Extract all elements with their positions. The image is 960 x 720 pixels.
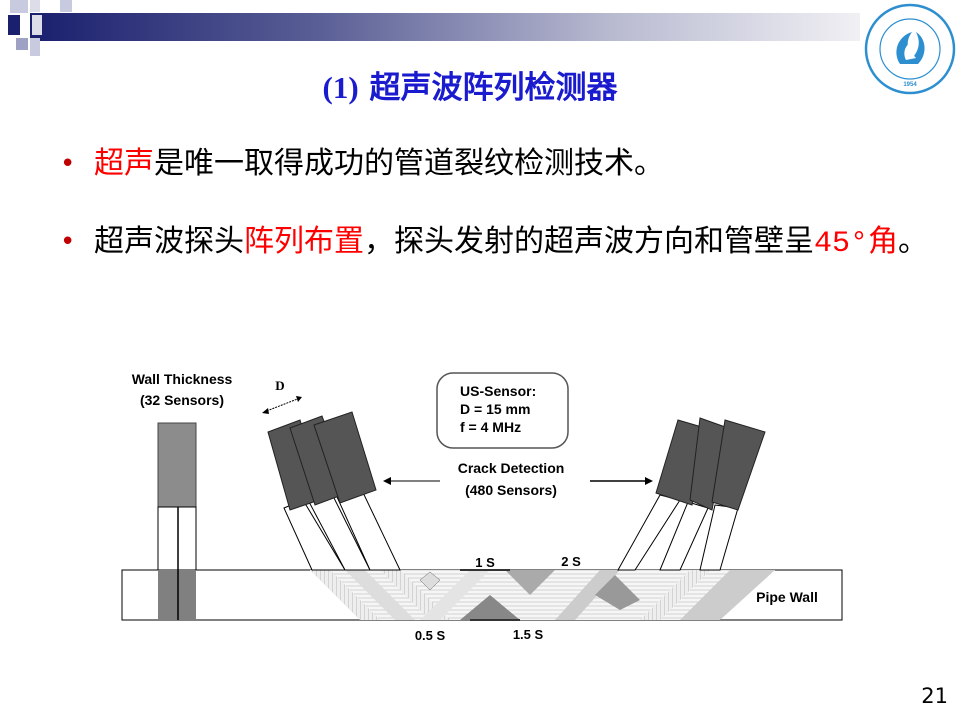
highlight-text: 角 bbox=[868, 224, 899, 259]
wall-thickness-sensors-label: (32 Sensors) bbox=[140, 392, 224, 408]
deco-square bbox=[32, 15, 42, 35]
skip-15s-label: 1.5 S bbox=[513, 627, 544, 642]
wall-thickness-label: Wall Thickness bbox=[132, 371, 233, 387]
wall-thickness-beam bbox=[158, 570, 196, 620]
deco-square bbox=[60, 0, 72, 12]
title-number: (1) bbox=[322, 70, 359, 105]
slide-title: (1) 超声波阵列检测器 bbox=[0, 62, 940, 107]
skip-05s-label: 0.5 S bbox=[415, 628, 446, 643]
sensor-diameter: D = 15 mm bbox=[460, 401, 530, 417]
left-sensor-beams bbox=[283, 479, 401, 571]
deco-square bbox=[30, 0, 40, 12]
highlight-text: 阵列布置 bbox=[244, 224, 364, 259]
university-logo: 1954 bbox=[864, 3, 956, 95]
crack-detection-sensors-label: (480 Sensors) bbox=[465, 482, 557, 498]
deco-square bbox=[16, 38, 28, 50]
bullet-item: • 超声是唯一取得成功的管道裂纹检测技术。 bbox=[60, 128, 934, 200]
ultrasonic-beam-paths bbox=[310, 569, 775, 621]
sensor-frequency: f = 4 MHz bbox=[460, 419, 521, 435]
left-crack-sensors bbox=[267, 411, 377, 511]
d-label: D bbox=[275, 378, 284, 393]
crack-arrows bbox=[383, 477, 653, 485]
d-dimension-arrow bbox=[262, 396, 302, 414]
sensor-spec-box bbox=[436, 372, 569, 449]
deco-square bbox=[30, 38, 40, 56]
page-number: 21 bbox=[921, 684, 948, 708]
bullet-item: • 超声波探头阵列布置，探头发射的超声波方向和管壁呈45°角。 bbox=[60, 206, 934, 280]
crack-detection-label: Crack Detection bbox=[458, 460, 565, 476]
right-crack-sensors bbox=[655, 417, 766, 511]
bullet-dot-icon: • bbox=[60, 227, 76, 257]
bullet-text: 。 bbox=[898, 224, 929, 259]
logo-year: 1954 bbox=[903, 82, 917, 88]
wall-thickness-sensor bbox=[157, 422, 197, 620]
highlight-text: 超声 bbox=[94, 146, 154, 181]
bullet-text: 超声波探头 bbox=[94, 224, 244, 259]
skip-1s-label: 1 S bbox=[475, 555, 495, 570]
right-sensor-beams bbox=[617, 494, 739, 571]
bullet-text: 是唯一取得成功的管道裂纹检测技术。 bbox=[154, 146, 664, 181]
angle-text: 45° bbox=[814, 227, 869, 261]
deco-square bbox=[10, 0, 28, 13]
sensor-spec-title: US-Sensor: bbox=[460, 383, 536, 399]
header-gradient-bar bbox=[30, 13, 860, 41]
pipe-wall-label: Pipe Wall bbox=[756, 589, 818, 605]
skip-2s-label: 2 S bbox=[561, 554, 581, 569]
bullet-text: ，探头发射的超声波方向和管壁呈 bbox=[364, 224, 814, 259]
bullet-dot-icon: • bbox=[60, 149, 76, 179]
deco-square bbox=[8, 15, 20, 35]
title-text: 超声波阵列检测器 bbox=[369, 70, 618, 106]
